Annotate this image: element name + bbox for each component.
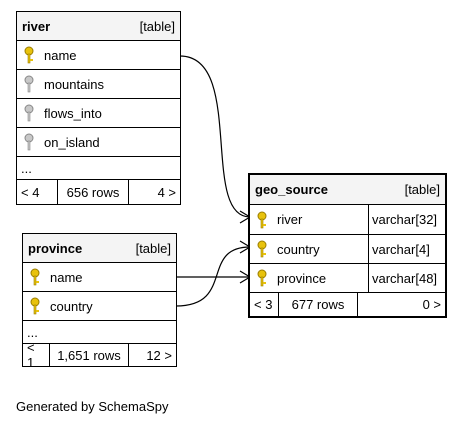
- footer-rows: 677 rows: [278, 293, 358, 316]
- column-name: name: [50, 269, 83, 285]
- column-name: country: [50, 298, 93, 314]
- column-row[interactable]: name: [17, 41, 180, 70]
- footer-parents[interactable]: < 3: [254, 297, 273, 312]
- primary-key-icon: [257, 240, 267, 258]
- footer-children[interactable]: 0 >: [422, 297, 441, 312]
- column-name: river: [277, 212, 303, 227]
- footer-children[interactable]: 12 >: [146, 347, 172, 363]
- table-footer: < 1 1,651 rows 12 >: [23, 340, 176, 370]
- foreign-key-icon: [24, 75, 34, 93]
- foreign-key-icon: [24, 104, 34, 122]
- footer-children[interactable]: 4 >: [157, 184, 176, 200]
- column-row[interactable]: flows_into: [17, 99, 180, 128]
- column-type: varchar[32]: [368, 205, 445, 234]
- column-type: varchar[48]: [368, 264, 445, 292]
- column-name: mountains: [44, 76, 104, 92]
- column-row[interactable]: province varchar[48]: [250, 264, 445, 293]
- footer-rows: 1,651 rows: [49, 344, 129, 366]
- primary-key-icon: [30, 297, 40, 315]
- primary-key-icon: [24, 46, 34, 64]
- primary-key-icon: [30, 268, 40, 286]
- foreign-key-icon: [24, 133, 34, 151]
- table-title: river: [22, 18, 51, 34]
- table-river[interactable]: river [table] name mountains f: [16, 11, 181, 205]
- column-row[interactable]: on_island: [17, 128, 180, 157]
- footer-parents[interactable]: < 1: [27, 340, 35, 370]
- table-title: geo_source: [255, 182, 328, 197]
- table-province[interactable]: province [table] name country ... < 1 1,…: [22, 233, 177, 370]
- column-name: province: [277, 270, 327, 286]
- column-row[interactable]: river varchar[32]: [250, 205, 445, 235]
- column-type: varchar[4]: [368, 235, 445, 263]
- link-river-name: [179, 55, 251, 218]
- table-tag: [table]: [135, 240, 171, 256]
- column-name: flows_into: [44, 105, 102, 121]
- column-row[interactable]: country: [23, 292, 176, 321]
- table-footer: < 3 677 rows 0 >: [250, 293, 445, 316]
- column-name: name: [44, 47, 77, 63]
- link-province-country: [175, 246, 251, 307]
- table-title: province: [28, 240, 83, 256]
- table-geo-source[interactable]: geo_source [table] river varchar[32] cou…: [248, 173, 447, 318]
- table-header: river [table]: [17, 12, 180, 41]
- column-name: on_island: [44, 134, 100, 150]
- primary-key-icon: [257, 211, 267, 228]
- more-columns: ...: [17, 157, 180, 180]
- generated-by-text: Generated by SchemaSpy: [16, 399, 169, 414]
- more-columns: ...: [23, 321, 176, 344]
- table-footer: < 4 656 rows 4 >: [17, 180, 180, 204]
- primary-key-icon: [257, 269, 267, 287]
- table-header: geo_source [table]: [250, 175, 445, 205]
- table-tag: [table]: [139, 18, 175, 34]
- footer-parents[interactable]: < 4: [21, 184, 40, 200]
- column-row[interactable]: name: [23, 263, 176, 292]
- table-header: province [table]: [23, 234, 176, 263]
- column-row[interactable]: country varchar[4]: [250, 235, 445, 264]
- table-tag: [table]: [404, 182, 440, 197]
- column-name: country: [277, 241, 320, 257]
- footer-rows: 656 rows: [57, 180, 129, 204]
- column-row[interactable]: mountains: [17, 70, 180, 99]
